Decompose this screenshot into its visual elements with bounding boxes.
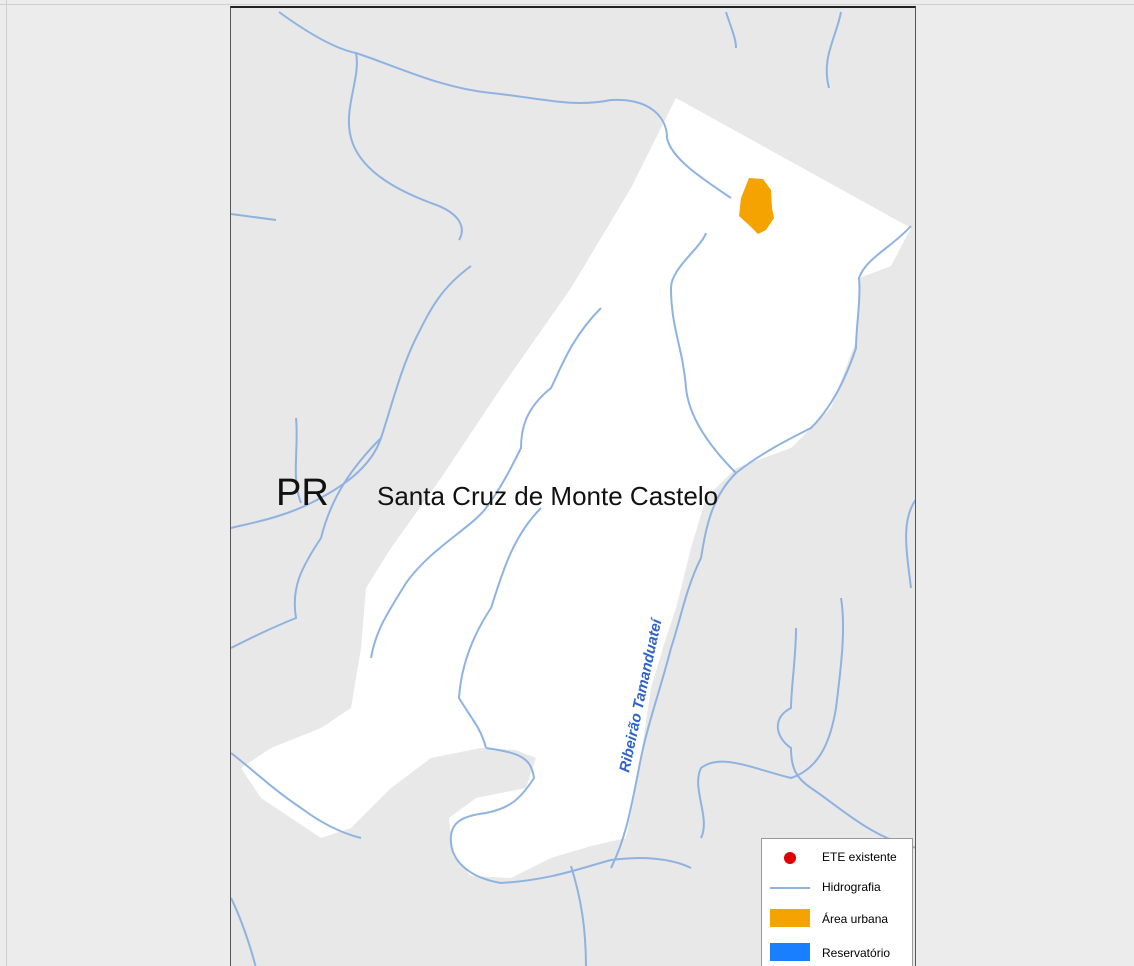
map-canvas: PR Santa Cruz de Monte Castelo Ribeirão … (231, 11, 915, 966)
page-frame-left (6, 0, 7, 966)
blue-line-icon (770, 887, 810, 889)
map-panel[interactable]: PR Santa Cruz de Monte Castelo Ribeirão … (230, 6, 916, 966)
municipality-area (241, 98, 911, 878)
legend-label-reservoir: Reservatório (822, 946, 891, 960)
legend-item-reservoir: Reservatório (762, 939, 912, 966)
blue-rect-icon (770, 943, 810, 961)
legend-label-hydrography: Hidrografia (822, 880, 881, 894)
state-label: PR (276, 472, 329, 514)
hydrography-lines (231, 11, 915, 966)
legend-label-urban: Área urbana (822, 912, 889, 926)
page-frame-top (0, 4, 1134, 5)
legend-item-ete: ETE existente (762, 843, 912, 871)
map-legend: ETE existente Hidrografia Área urbana Re… (761, 838, 913, 966)
red-dot-icon (784, 852, 796, 864)
orange-rect-icon (770, 909, 810, 927)
legend-label-ete: ETE existente (822, 850, 897, 864)
municipality-label: Santa Cruz de Monte Castelo (377, 481, 718, 511)
legend-item-hydrography: Hidrografia (762, 873, 912, 901)
legend-item-urban: Área urbana (762, 905, 912, 933)
urban-area (739, 178, 774, 234)
